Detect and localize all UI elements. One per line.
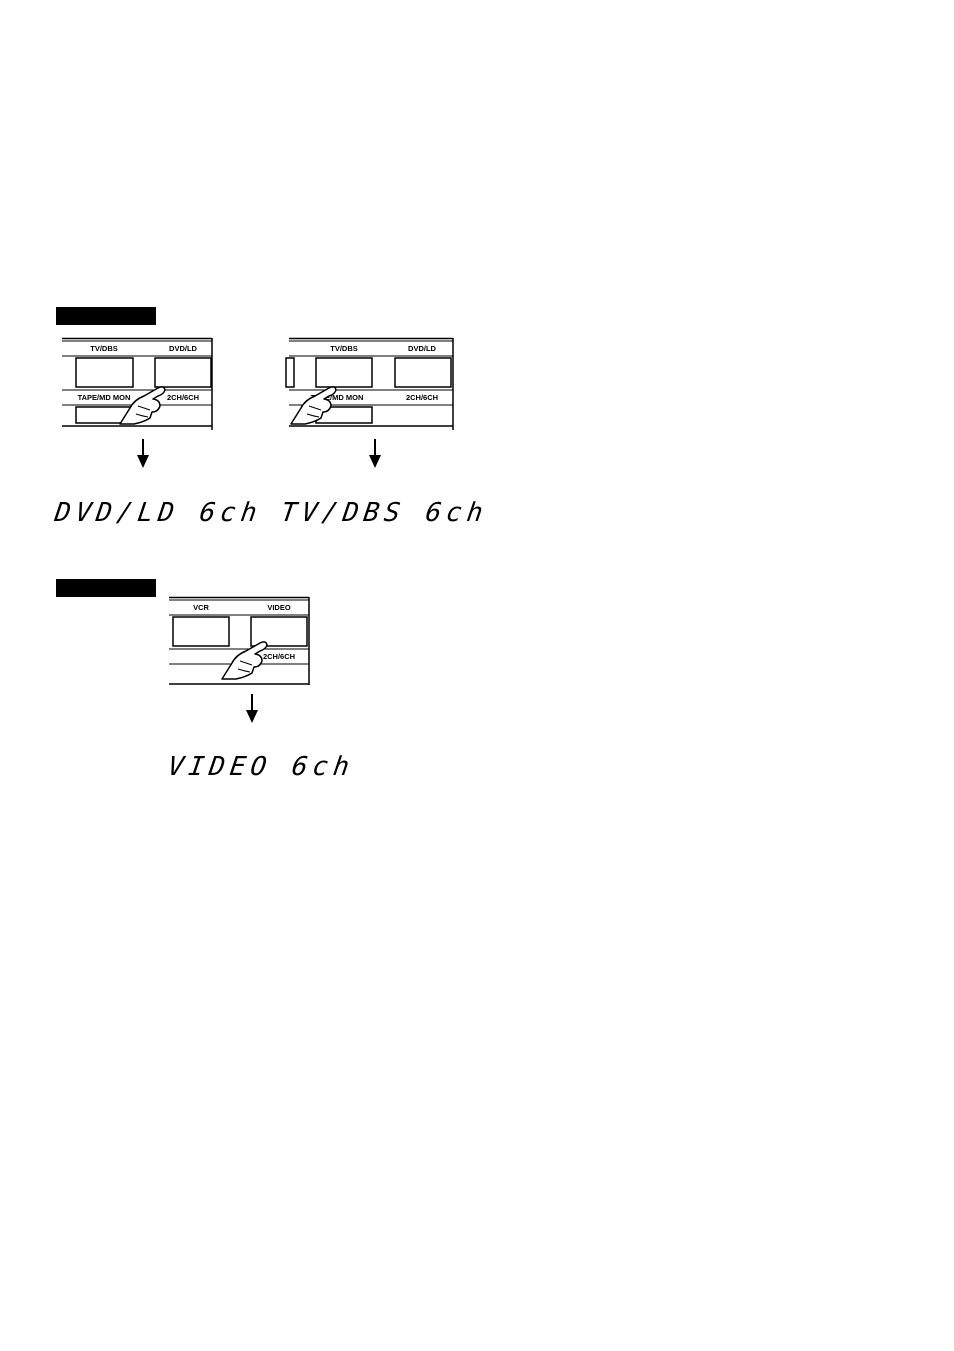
- label-2ch-6ch: 2CH/6CH: [167, 393, 199, 402]
- step-tag-1: [56, 307, 156, 325]
- down-arrow-icon: [136, 439, 150, 474]
- label-2ch-6ch: 2CH/6CH: [263, 652, 295, 661]
- label-dvd-ld: DVD/LD: [169, 344, 198, 353]
- display-readout-video: VIDEO 6ch: [165, 752, 356, 782]
- label-tv-dbs: TV/DBS: [330, 344, 358, 353]
- step-tag-2: [56, 579, 156, 597]
- front-panel-video: VCR VIDEO 2CH/6CH: [169, 596, 313, 689]
- down-arrow-icon: [245, 694, 259, 729]
- label-tv-dbs: TV/DBS: [90, 344, 118, 353]
- front-panel-dvd: TV/DBS DVD/LD TAPE/MD MON 2CH/6CH: [62, 337, 214, 430]
- down-arrow-icon: [368, 439, 382, 474]
- pointing-hand-icon: [221, 641, 268, 680]
- label-tape-md-mon: TAPE/MD MON: [78, 393, 131, 402]
- pointing-hand-icon: [119, 386, 166, 425]
- display-readout-dvd: DVD/LD 6ch: [52, 498, 264, 528]
- pointing-hand-icon: [290, 386, 337, 425]
- label-tape-md-mon: TAPE/MD MON: [311, 393, 364, 402]
- label-video: VIDEO: [267, 603, 291, 612]
- label-2ch-6ch: 2CH/6CH: [406, 393, 438, 402]
- display-readout-tv: TV/DBS 6ch: [278, 498, 490, 528]
- label-dvd-ld: DVD/LD: [408, 344, 437, 353]
- front-panel-tv: TV/DBS DVD/LD TAPE/MD MON 2CH/6CH: [285, 337, 455, 430]
- label-vcr: VCR: [193, 603, 209, 612]
